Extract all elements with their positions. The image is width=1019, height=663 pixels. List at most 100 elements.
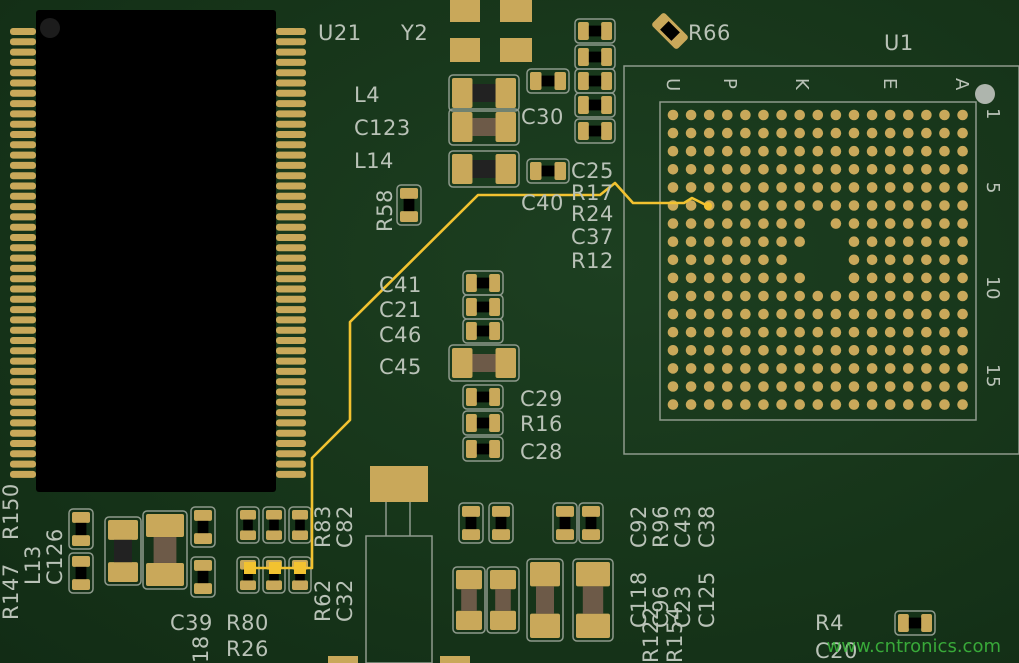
bga-ball (740, 127, 751, 139)
u21-pin-right (276, 295, 306, 303)
bga-ball (957, 254, 968, 266)
bga-ball (830, 200, 842, 211)
u21-pin-right (276, 306, 306, 314)
cap-r83-pad (292, 530, 308, 540)
bga-ball (903, 182, 914, 193)
bga-ball (722, 145, 733, 157)
u1-outline-outer (623, 65, 1019, 455)
bga-ball (740, 381, 751, 392)
cap-stack2-pad (466, 388, 477, 406)
bga-ball (758, 308, 769, 320)
bga-ball (776, 109, 787, 121)
l13-pad (72, 556, 90, 567)
bga-ball (921, 399, 932, 410)
bga-ball (776, 308, 787, 320)
u21-pin-right (276, 450, 306, 458)
bga-ball (776, 236, 787, 247)
cap-mid-body (495, 516, 507, 530)
label-c41: C41 (379, 273, 422, 297)
u21-pin-left (10, 285, 36, 293)
bga-ball (703, 164, 715, 175)
r58-body (403, 198, 415, 212)
bga-ball (685, 399, 697, 410)
c123-outline (448, 108, 520, 146)
r58-outline (396, 184, 422, 226)
bga-ball (722, 218, 733, 229)
bga-ball (866, 182, 878, 193)
cap-col-body (588, 51, 602, 63)
label-c20: C20 (815, 639, 858, 663)
bga-ball (884, 218, 896, 229)
bga-ball (812, 109, 824, 121)
bga-row-15: 15 (982, 364, 1003, 388)
cap-r83-body (243, 519, 253, 531)
bga-ball (921, 182, 932, 193)
cap-stack2-outline (462, 384, 504, 410)
l14-outline (448, 150, 520, 188)
bga-ball (703, 290, 715, 302)
bga-ball (776, 254, 787, 266)
bga-ball (884, 345, 896, 356)
bga-ball (903, 381, 914, 392)
cap-col-body (588, 75, 602, 87)
bga-ball (794, 272, 805, 284)
cap-stack-body (476, 325, 490, 337)
bga-ball (903, 326, 914, 338)
y2-pad (450, 0, 480, 22)
bga-ball (794, 363, 805, 374)
bga-ball (685, 326, 697, 338)
label-c39: C39 (170, 611, 213, 635)
c126-body (75, 522, 87, 536)
bga-ball (812, 127, 824, 139)
trace-pad (294, 562, 306, 574)
u21-pin-left (10, 58, 36, 66)
cap-col-body (588, 25, 602, 37)
u21-pin-left (10, 182, 36, 190)
label-r66: R66 (688, 21, 731, 45)
y2-pad (500, 38, 532, 62)
bga-ball (685, 236, 697, 247)
cap-mid-outline (552, 502, 578, 544)
label-u21: U21 (318, 21, 362, 45)
cap-stack-pad (489, 298, 500, 316)
cap-big2-outline (486, 566, 520, 634)
cap-big1-body (461, 589, 477, 611)
bga-ball (812, 182, 824, 193)
label-r122: R122 (639, 606, 663, 663)
cap-big3-body (536, 586, 554, 614)
bga-ball (722, 290, 733, 302)
bga-ball (884, 164, 896, 175)
bga-ball (740, 272, 751, 284)
bga-ball (866, 236, 878, 247)
u21-pin-right (276, 388, 306, 396)
label-r4: R4 (815, 611, 844, 635)
bga-ball (939, 272, 950, 284)
bga-ball (740, 164, 751, 175)
u21-pin-right (276, 141, 306, 149)
bga-ball (758, 290, 769, 302)
u21-pin-left (10, 337, 36, 344)
label-c45: C45 (379, 355, 422, 379)
bga-ball (866, 127, 878, 139)
u21-pin-left (10, 48, 36, 56)
u21-pin-left (10, 429, 36, 437)
u21-pin-right (276, 440, 306, 447)
u21-pin-right (276, 337, 306, 344)
u21-pin-right (276, 79, 306, 87)
bga-ball (740, 236, 751, 247)
bga-ball (776, 345, 787, 356)
bga-ball (903, 218, 914, 229)
l4-outline (448, 74, 520, 112)
cap-r83-pad (240, 510, 256, 520)
bga-ball (903, 200, 914, 211)
label-y2: Y2 (401, 21, 429, 45)
u21-pin-right (276, 28, 306, 35)
cap-stack-body (476, 301, 490, 313)
cap-r83-pad (266, 510, 282, 520)
cap-stack-outline (462, 318, 504, 344)
cap-b1-pad (194, 533, 212, 544)
bga-ball (866, 381, 878, 392)
r4-body (908, 617, 922, 629)
bga-ball (667, 182, 679, 193)
cap-big4-outline (572, 558, 614, 642)
